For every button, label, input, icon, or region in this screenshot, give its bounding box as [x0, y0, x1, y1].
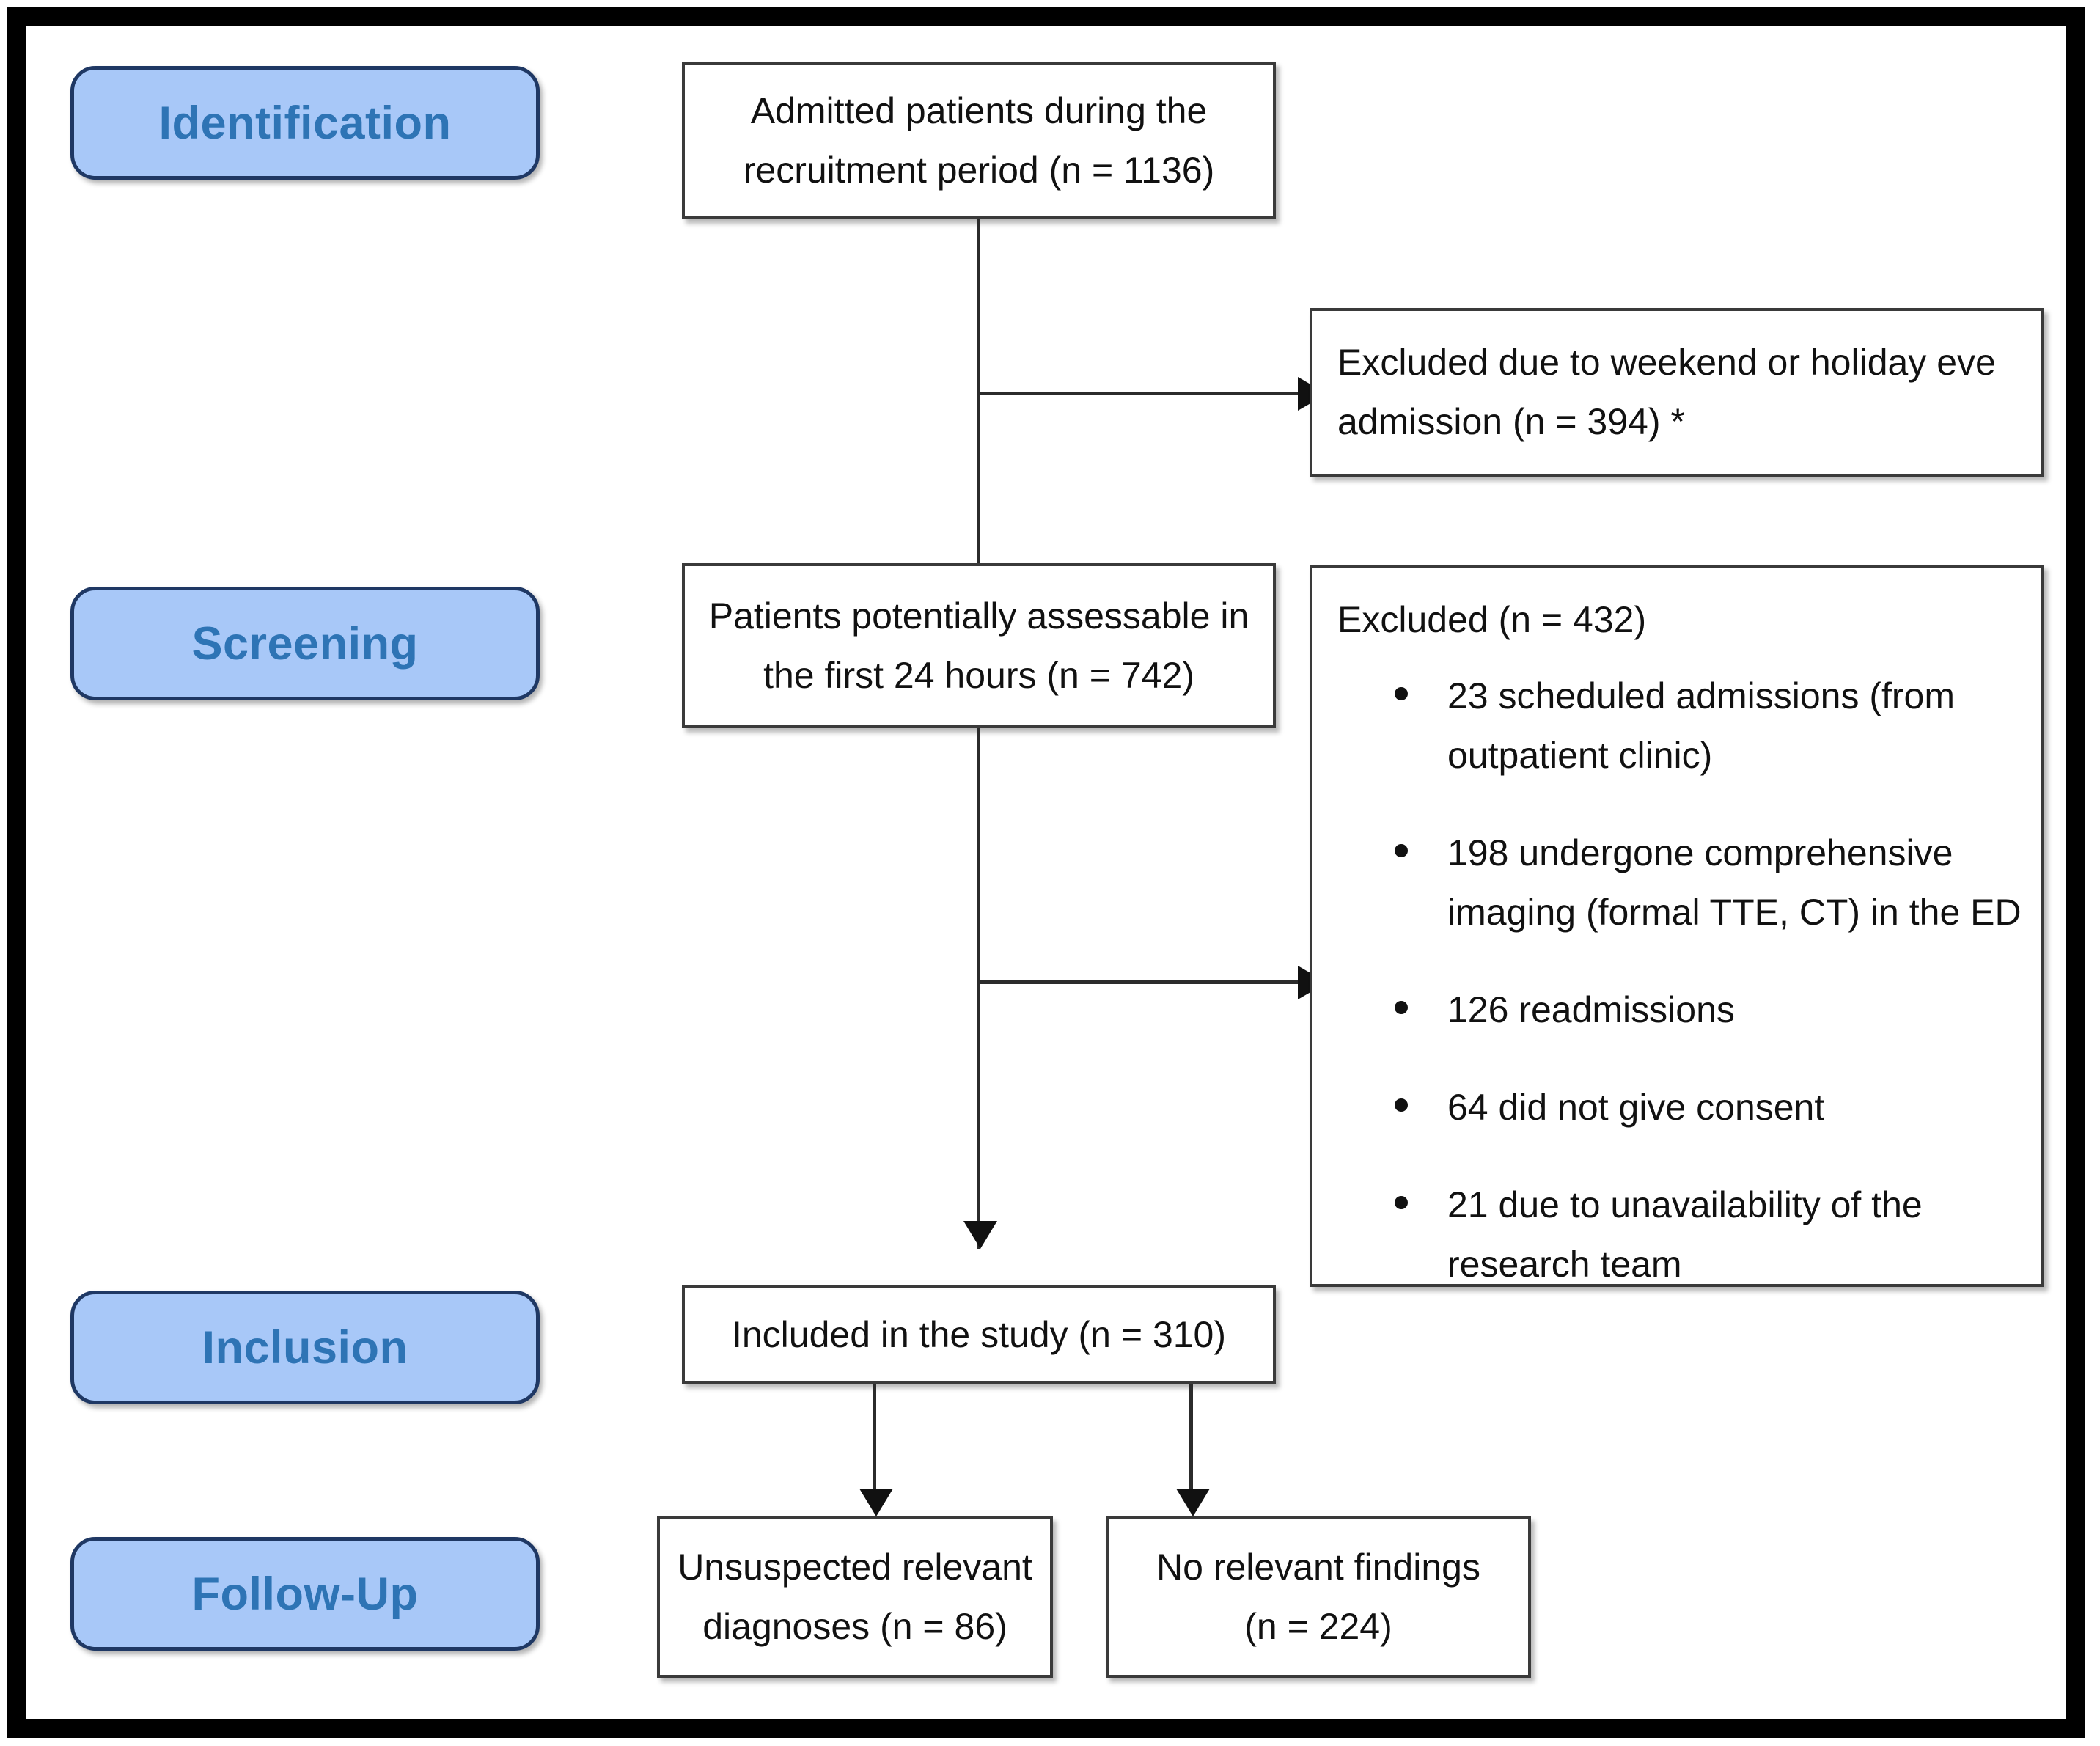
- list-item: 198 undergone comprehensive imaging (for…: [1337, 824, 2066, 942]
- box-no-relevant-findings-text: No relevant findings (n = 224): [1156, 1547, 1480, 1647]
- bullet-icon: [1395, 1098, 1408, 1112]
- list-item-text: 198 undergone comprehensive imaging (for…: [1447, 832, 2022, 933]
- connector-assessable-to-included: [977, 728, 980, 1249]
- box-included-in-study-text: Included in the study (n = 310): [731, 1313, 1227, 1355]
- box-unsuspected-diagnoses[interactable]: Unsuspected relevant diagnoses (n = 86): [657, 1516, 1053, 1678]
- connector-included-to-unsuspected: [873, 1384, 876, 1497]
- box-potentially-assessable[interactable]: Patients potentially assessable in the f…: [682, 563, 1276, 728]
- bullet-icon: [1395, 687, 1408, 700]
- list-item-text: 126 readmissions: [1447, 989, 1735, 1030]
- box-potentially-assessable-text: Patients potentially assessable in the f…: [708, 595, 1249, 696]
- box-excluded-weekend-text: Excluded due to weekend or holiday eve a…: [1337, 342, 1996, 442]
- connector-admitted-to-excluded-weekend: [977, 392, 1299, 395]
- box-included-in-study[interactable]: Included in the study (n = 310): [682, 1285, 1276, 1384]
- excluded-reasons-list: 23 scheduled admissions (from outpatient…: [1337, 667, 2066, 1294]
- stage-pill-screening[interactable]: Screening: [70, 587, 540, 700]
- list-item: 126 readmissions: [1337, 980, 2066, 1040]
- stage-label-screening: Screening: [191, 617, 419, 670]
- bullet-icon: [1395, 1196, 1408, 1209]
- box-admitted-patients-text: Admitted patients during the recruitment…: [743, 89, 1215, 191]
- arrowhead-down-included: [963, 1221, 997, 1249]
- box-excluded-weekend[interactable]: Excluded due to weekend or holiday eve a…: [1310, 308, 2044, 477]
- stage-pill-followup[interactable]: Follow-Up: [70, 1537, 540, 1651]
- list-item-text: 23 scheduled admissions (from outpatient…: [1447, 675, 1955, 776]
- stage-label-inclusion: Inclusion: [202, 1321, 408, 1373]
- connector-included-to-no-findings: [1189, 1384, 1193, 1497]
- box-excluded-list-title: Excluded (n = 432): [1337, 599, 1647, 640]
- box-excluded-list[interactable]: Excluded (n = 432) 23 scheduled admissio…: [1310, 565, 2044, 1287]
- bullet-icon: [1395, 1001, 1408, 1014]
- stage-pill-identification[interactable]: Identification: [70, 66, 540, 180]
- arrowhead-down-no-findings: [1176, 1489, 1210, 1516]
- list-item-text: 64 did not give consent: [1447, 1087, 1825, 1128]
- arrowhead-down-unsuspected: [859, 1489, 893, 1516]
- box-admitted-patients[interactable]: Admitted patients during the recruitment…: [682, 62, 1276, 219]
- stage-pill-inclusion[interactable]: Inclusion: [70, 1291, 540, 1404]
- box-no-relevant-findings[interactable]: No relevant findings (n = 224): [1106, 1516, 1531, 1678]
- list-item: 21 due to unavailability of the research…: [1337, 1175, 2066, 1294]
- bullet-icon: [1395, 844, 1408, 857]
- box-unsuspected-diagnoses-text: Unsuspected relevant diagnoses (n = 86): [678, 1547, 1032, 1647]
- list-item-text: 21 due to unavailability of the research…: [1447, 1184, 1923, 1285]
- stage-label-identification: Identification: [158, 97, 452, 149]
- list-item: 23 scheduled admissions (from outpatient…: [1337, 667, 2066, 785]
- list-item: 64 did not give consent: [1337, 1078, 2066, 1137]
- stage-label-followup: Follow-Up: [191, 1568, 419, 1620]
- connector-assessable-to-excluded-list: [977, 980, 1299, 984]
